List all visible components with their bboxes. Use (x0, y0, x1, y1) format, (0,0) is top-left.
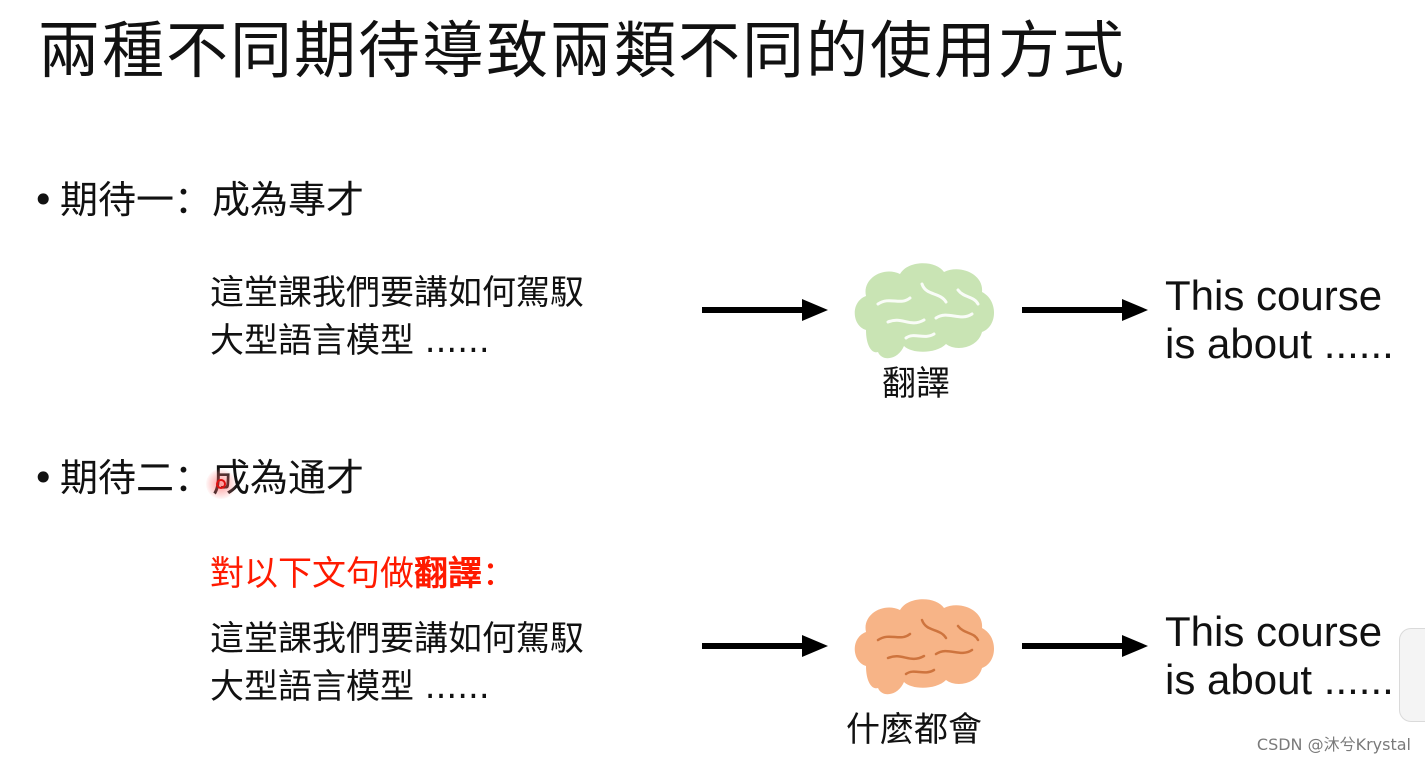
output-line: is about ...... (1165, 320, 1394, 368)
brain-icon (854, 263, 994, 359)
example-input-1: 這堂課我們要講如何駕馭 大型語言模型 ...... (210, 270, 584, 365)
brain-label: 什麼都會 (846, 710, 982, 750)
instruction-prompt: 對以下文句做翻譯： (210, 554, 516, 595)
example-input-2: 這堂課我們要講如何駕馭 大型語言模型 ...... (210, 616, 584, 711)
input-line: 大型語言模型 ...... (210, 666, 490, 707)
bullet-dot: • (32, 456, 55, 500)
slide-title: 兩種不同期待導致兩類不同的使用方式 (38, 14, 1127, 87)
output-line: is about ...... (1165, 656, 1394, 704)
output-line: This course (1165, 608, 1383, 655)
input-line: 大型語言模型 ...... (210, 320, 490, 361)
side-panel-tab[interactable] (1399, 628, 1425, 722)
brain-icon (854, 599, 994, 695)
arrow-icon (1022, 635, 1148, 657)
input-line: 這堂課我們要講如何駕馭 (210, 619, 584, 659)
example-output-2: This course is about ...... (1165, 608, 1394, 705)
arrow-icon (1022, 299, 1148, 321)
arrow-icon (702, 299, 828, 321)
brain-label: 翻譯 (882, 364, 950, 404)
laser-pointer-icon (206, 469, 236, 499)
output-line: This course (1165, 272, 1383, 319)
instruction-suffix: ： (482, 554, 516, 594)
bullet-dot: • (32, 178, 55, 222)
arrow-icon (702, 635, 828, 657)
example-output-1: This course is about ...... (1165, 272, 1394, 369)
instruction-keyword: 翻譯 (414, 554, 482, 594)
bullet-expectation-1: •期待一：成為專才 (32, 178, 364, 224)
instruction-prefix: 對以下文句做 (210, 554, 414, 594)
bullet-text: 期待一：成為專才 (60, 178, 365, 222)
input-line: 這堂課我們要講如何駕馭 (210, 273, 584, 313)
bullet-expectation-2: •期待二：成為通才 (32, 456, 364, 502)
watermark: CSDN @沐兮Krystal (1256, 735, 1411, 754)
